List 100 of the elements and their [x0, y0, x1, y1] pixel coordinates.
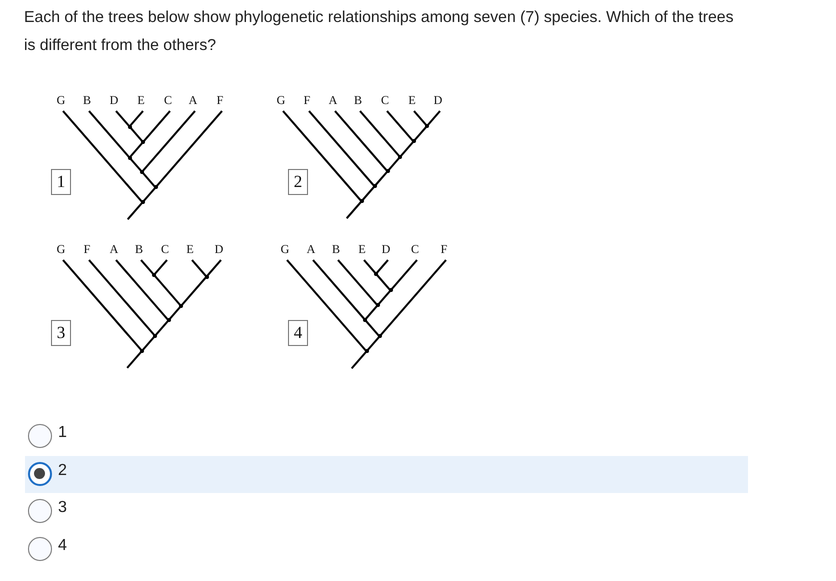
taxon-label: D — [432, 94, 444, 106]
question-text: Each of the trees below show phylogenetic relationships among seven (7) species. Which of the trees is different from the others? — [24, 8, 734, 56]
tree-branch — [350, 350, 368, 370]
tree-branch — [141, 110, 196, 173]
taxon-label: F — [301, 94, 313, 106]
tree-branch — [413, 110, 428, 127]
tree-number-box: 4 — [288, 320, 308, 346]
branch-point — [153, 334, 157, 338]
tree-branch — [128, 126, 144, 143]
tree-branch — [282, 110, 362, 202]
tree-branch — [168, 305, 182, 322]
taxon-label: G — [279, 243, 291, 255]
taxon-label: F — [81, 243, 93, 255]
taxon-label: A — [187, 94, 199, 106]
tree-branch — [88, 259, 156, 337]
tree-branch — [386, 156, 401, 172]
tree-branch — [142, 110, 171, 143]
taxon-label: A — [305, 243, 317, 255]
taxon-label: B — [352, 94, 364, 106]
tree-branch — [115, 259, 170, 322]
tree-branch — [180, 276, 208, 307]
branch-point — [363, 318, 367, 322]
taxon-label: F — [438, 243, 450, 255]
taxon-label: G — [55, 94, 67, 106]
taxon-label: C — [409, 243, 421, 255]
tree-branch — [62, 110, 144, 204]
taxon-label: B — [133, 243, 145, 255]
branch-point — [166, 318, 170, 322]
tree-branch — [153, 259, 168, 276]
option-label: 1 — [58, 424, 67, 442]
taxon-label: D — [380, 243, 392, 255]
branch-point — [374, 272, 378, 276]
branch-point — [386, 169, 390, 174]
branch-point — [364, 349, 368, 354]
option-label: 2 — [58, 462, 67, 480]
branch-point — [128, 124, 132, 129]
branch-point — [152, 272, 156, 277]
tree-branch — [364, 319, 380, 338]
tree-branch — [337, 259, 378, 306]
branch-point — [372, 184, 376, 188]
tree-branch — [191, 259, 208, 278]
branch-point — [128, 156, 132, 160]
tree-branch — [128, 110, 144, 128]
tree-branch — [140, 259, 155, 276]
branch-point — [376, 303, 380, 308]
tree-branch — [359, 110, 401, 158]
tree-branch — [308, 110, 376, 187]
tree-branch — [390, 259, 418, 292]
taxon-label: E — [356, 243, 368, 255]
tree-branch — [412, 125, 428, 142]
tree-number-box: 3 — [51, 320, 71, 346]
tree-branch — [334, 110, 388, 172]
tree-branch — [141, 335, 156, 352]
taxon-label: E — [135, 94, 147, 106]
branch-point — [140, 348, 144, 353]
taxon-label: F — [214, 94, 226, 106]
tree-number-box: 1 — [51, 169, 71, 195]
tree-branch — [426, 110, 441, 127]
tree-branch — [386, 110, 414, 142]
tree-branch — [142, 186, 156, 204]
branch-point — [140, 170, 144, 174]
tree-branch — [378, 259, 447, 338]
taxon-label: C — [379, 94, 391, 106]
branch-point — [412, 139, 416, 144]
taxon-label: D — [108, 94, 120, 106]
branch-point — [140, 200, 144, 204]
tree-branch — [363, 259, 377, 274]
tree-branch — [141, 171, 156, 188]
tree-branch — [62, 259, 143, 352]
tree-branch — [376, 290, 392, 306]
tree-branch — [375, 259, 389, 274]
branch-point — [360, 199, 364, 204]
branch-point — [388, 288, 392, 292]
taxon-label: B — [81, 94, 93, 106]
tree-branch — [375, 273, 392, 292]
tree-branch — [366, 336, 380, 352]
tree-branch — [360, 186, 376, 202]
taxon-label: B — [330, 243, 342, 255]
branch-point — [378, 334, 382, 338]
option-label: 4 — [58, 537, 67, 556]
tree-branch — [154, 110, 223, 188]
tree-branch — [153, 274, 182, 307]
branch-point — [425, 124, 429, 128]
tree-branch — [154, 320, 170, 337]
taxon-label: G — [275, 94, 287, 106]
branch-point — [398, 155, 402, 159]
taxon-label: E — [184, 243, 196, 255]
tree-branch — [115, 110, 130, 128]
tree-number-box: 2 — [288, 169, 308, 195]
tree-branch — [399, 140, 414, 158]
branch-point — [141, 140, 145, 144]
tree-branch — [128, 156, 143, 173]
tree-branch — [286, 259, 368, 352]
tree-branch — [128, 141, 144, 158]
tree-branch — [88, 110, 130, 158]
branch-point — [204, 274, 208, 279]
tree-branch — [364, 304, 378, 320]
tree-branch — [126, 350, 143, 369]
tree-branch — [126, 202, 144, 220]
tree-branch — [206, 259, 222, 278]
